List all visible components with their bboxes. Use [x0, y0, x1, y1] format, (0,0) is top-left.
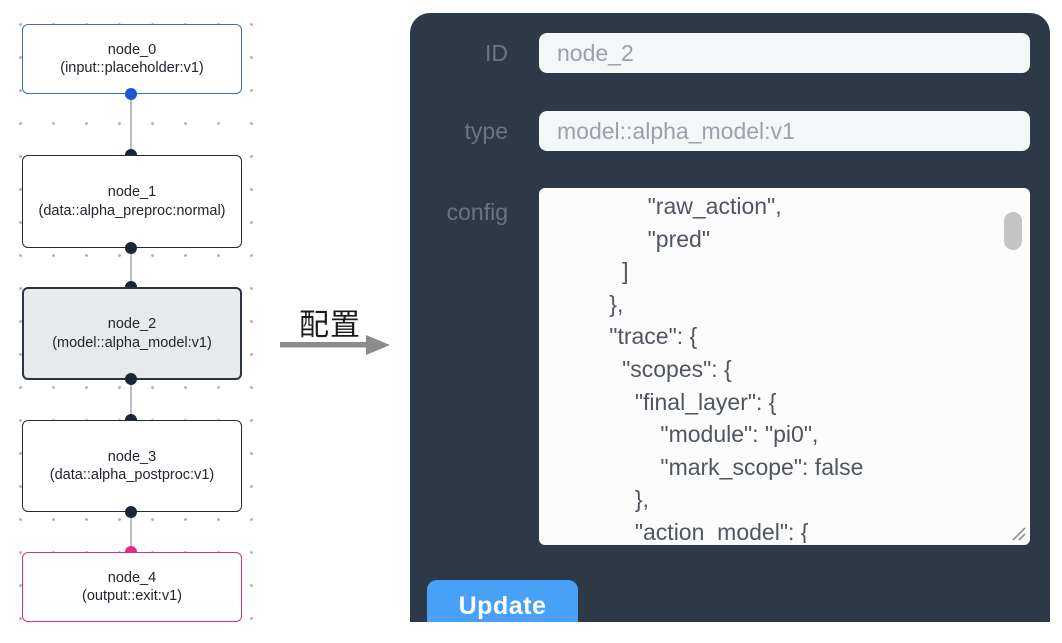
- node-3[interactable]: node_3 (data::alpha_postproc:v1): [22, 420, 242, 512]
- node-4[interactable]: node_4 (output::exit:v1): [22, 552, 242, 622]
- type-field-label: type: [464, 118, 508, 144]
- update-button[interactable]: Update: [427, 580, 578, 622]
- resize-grip-icon[interactable]: [1009, 524, 1027, 542]
- type-input[interactable]: [539, 111, 1030, 151]
- node-0[interactable]: node_0 (input::placeholder:v1): [22, 24, 242, 94]
- node-1[interactable]: node_1 (data::alpha_preproc:normal): [22, 155, 242, 248]
- right-arrow-icon: [280, 335, 390, 355]
- node-subtitle: (model::alpha_model:v1): [52, 334, 212, 351]
- config-scrollbar-thumb[interactable]: [1004, 212, 1022, 250]
- edge-node2-node3: [130, 379, 132, 420]
- edge-node0-node1: [130, 94, 132, 155]
- node-subtitle: (data::alpha_postproc:v1): [49, 467, 215, 483]
- node-3-output-port[interactable]: [125, 506, 137, 518]
- node-title: node_4: [107, 569, 157, 586]
- id-field-label: ID: [485, 40, 508, 66]
- node-title: node_1: [107, 184, 157, 200]
- node-config-panel: ID type config "raw_action", "pred" ] },…: [410, 13, 1050, 622]
- config-json-text: "raw_action", "pred" ] }, "trace": { "sc…: [609, 193, 864, 543]
- edge-node3-node4: [130, 512, 132, 552]
- node-subtitle: (input::placeholder:v1): [60, 60, 204, 76]
- node-subtitle: (data::alpha_preproc:normal): [38, 202, 226, 219]
- node-title: node_3: [107, 448, 157, 465]
- node-2-selected[interactable]: node_2 (model::alpha_model:v1): [22, 287, 242, 380]
- config-textarea[interactable]: "raw_action", "pred" ] }, "trace": { "sc…: [539, 188, 1030, 545]
- id-input[interactable]: [539, 33, 1030, 73]
- config-field-label: config: [446, 199, 508, 225]
- node-2-output-port[interactable]: [125, 373, 137, 385]
- edge-node1-node2: [130, 248, 132, 287]
- node-0-output-port[interactable]: [125, 88, 137, 100]
- configure-annotation-label: 配置: [299, 309, 361, 342]
- node-1-output-port[interactable]: [125, 242, 137, 254]
- node-subtitle: (output::exit:v1): [82, 588, 182, 604]
- flow-canvas: node_0 (input::placeholder:v1) node_1 (d…: [0, 0, 272, 643]
- node-title: node_0: [107, 41, 157, 58]
- node-title: node_2: [107, 316, 157, 332]
